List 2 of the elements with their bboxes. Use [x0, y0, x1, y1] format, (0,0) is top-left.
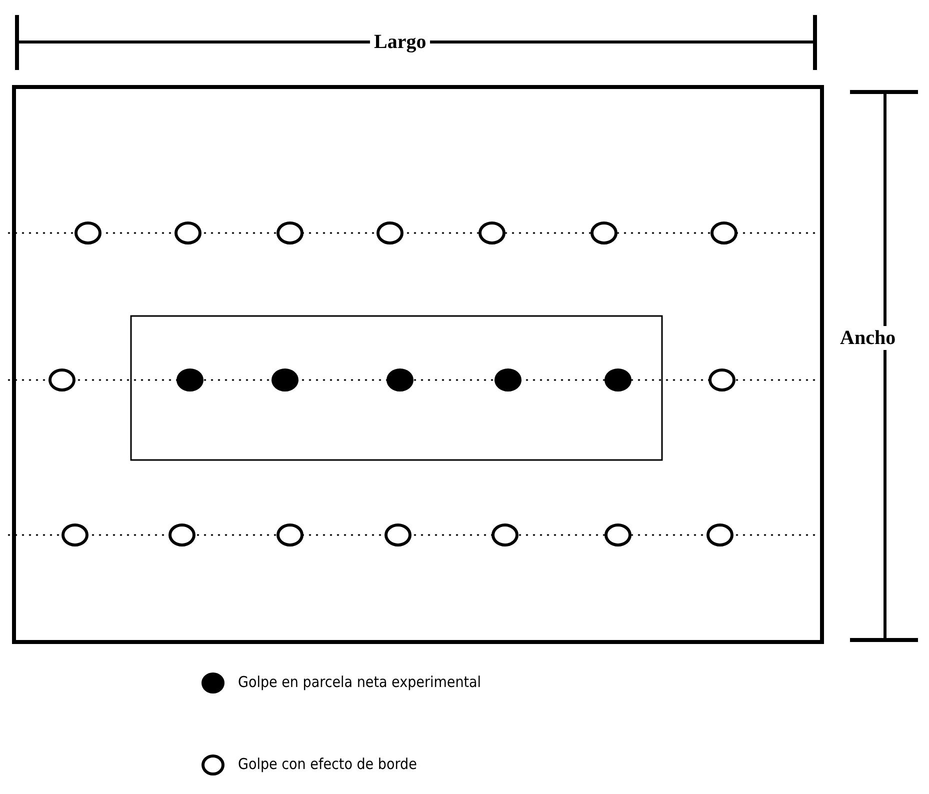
- legend-text: Golpe en parcela neta experimental: [238, 672, 482, 692]
- legend-text: Golpe con efecto de borde: [238, 754, 417, 774]
